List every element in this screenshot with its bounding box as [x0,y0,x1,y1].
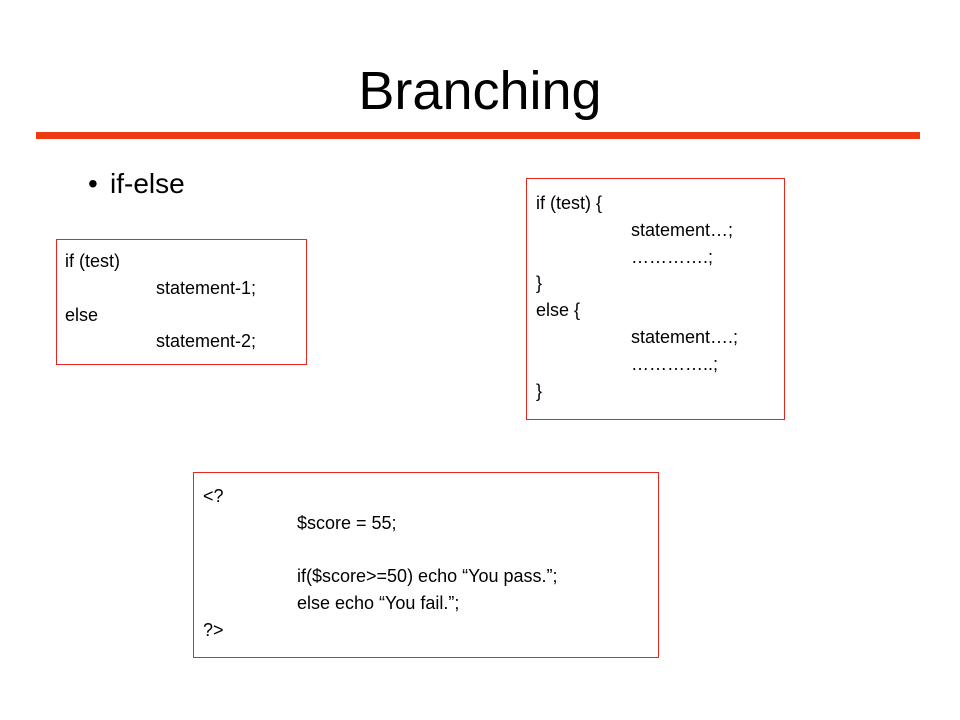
code-line: $score = 55; [297,512,397,533]
php-example-code-box: <? $score = 55; if($score>=50) echo “You… [193,472,659,658]
code-line: else echo “You fail.”; [297,593,460,614]
block-if-else-code-box: if (test) { statement…; ………….; } else { … [526,178,785,420]
code-line: } [536,380,543,401]
code-line: if (test) { [536,193,603,213]
code-line: statement…; [631,219,734,240]
code-line: if($score>=50) echo “You pass.”; [297,566,558,587]
code-line: ?> [203,619,224,640]
bullet-text: if-else [110,168,185,199]
title-underline [36,132,920,139]
code-line: } [536,273,543,294]
bullet-marker: • [88,168,98,199]
code-line: else { [536,300,581,321]
simple-if-else-code-box: if (test) statement-1; else statement-2; [56,239,307,365]
code-line: if (test) [65,251,121,271]
code-line: <? [203,486,224,506]
code-line: else [65,304,99,325]
code-line: …………..; [631,353,719,374]
code-line: statement-2; [156,331,257,352]
code-line: ………….; [631,246,714,267]
code-line [203,537,658,564]
slide-title: Branching [358,61,602,121]
code-line: statement….; [631,326,739,347]
code-line: statement-1; [156,277,257,298]
bullet-point: • if-else [88,166,185,202]
